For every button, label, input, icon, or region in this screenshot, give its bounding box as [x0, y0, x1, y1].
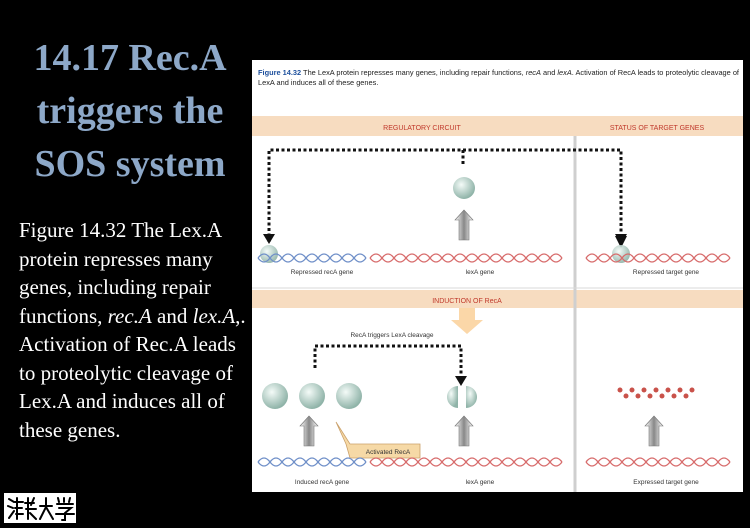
- reca-protein-2: [299, 383, 325, 409]
- caption-lexa: lexA: [557, 68, 572, 77]
- cleavage-arrowhead: [455, 376, 467, 386]
- label-lexa-bottom: lexA gene: [466, 479, 495, 486]
- label-induced-reca: Induced recA gene: [295, 479, 350, 486]
- dna-strands-bottom: [257, 457, 731, 467]
- lexa-synthesis-arrow-bottom: [454, 415, 474, 447]
- cleavage-arrow: [313, 344, 463, 378]
- reca-protein-3: [336, 383, 362, 409]
- body-text-reca: rec.A: [107, 303, 152, 328]
- reca-synthesis-arrow: [299, 415, 319, 447]
- lexa-bound-target: [612, 245, 630, 263]
- figure-panel: REGULATORY CIRCUIT STATUS OF TARGET GENE…: [252, 60, 743, 492]
- label-expressed-target: Expressed target gene: [633, 479, 699, 486]
- lexa-protein-top: [453, 177, 475, 199]
- target-synthesis-arrow: [644, 415, 664, 447]
- slide-title-line-1: 14.17 Rec.A: [33, 37, 227, 79]
- caption-label: Figure 14.32: [258, 68, 302, 77]
- induction-header-bar: [252, 290, 743, 308]
- dna-strands-top: [257, 253, 731, 263]
- slide-body-text: Figure 14.32 The Lex.A protein represses…: [19, 216, 247, 444]
- induction-arrow: [451, 308, 483, 334]
- caption-part-2: . Activation of RecA leads to proteolyti…: [258, 68, 739, 87]
- header-induction: INDUCTION OF RecA: [432, 298, 502, 305]
- lexa-synthesis-arrow-top: [454, 209, 474, 241]
- figure-caption: Figure 14.32 The LexA protein represses …: [258, 68, 740, 88]
- repression-circuit-arrows: [267, 148, 627, 248]
- regulatory-header-bar: [252, 116, 743, 136]
- label-activated: Activated RecA: [366, 449, 411, 456]
- slide-title-line-3: SOS system: [34, 143, 226, 185]
- label-repressed-reca: Repressed recA gene: [291, 269, 354, 276]
- activated-reca-callout: [335, 421, 421, 459]
- slide-title-line-2: triggers the: [36, 90, 224, 132]
- university-logo: [4, 493, 76, 523]
- body-text-part-2: and: [151, 303, 193, 328]
- lexa-bound-reca: [260, 245, 278, 263]
- repression-arrowhead-left: [263, 234, 275, 244]
- cleaved-lexa-right: [466, 386, 477, 408]
- body-text-lexa: lex.A: [192, 303, 236, 328]
- caption-reca: recA: [525, 68, 541, 77]
- reca-protein-1: [262, 383, 288, 409]
- figure-diagram: REGULATORY CIRCUIT STATUS OF TARGET GENE…: [252, 116, 743, 492]
- target-protein-chain: [617, 387, 695, 399]
- body-text-part-3: ,. Activation of Rec.A leads to proteoly…: [19, 303, 246, 442]
- slide-title: 14.17 Rec.A triggers the SOS system: [10, 32, 250, 191]
- cleaved-lexa-left: [447, 386, 458, 408]
- header-regulatory: REGULATORY CIRCUIT: [383, 125, 461, 132]
- label-repressed-target: Repressed target gene: [633, 269, 700, 276]
- body-text-part-1: Figure 14.32 The Lex.A protein represses…: [19, 218, 222, 328]
- label-trigger: RecA triggers LexA cleavage: [350, 332, 433, 339]
- header-status: STATUS OF TARGET GENES: [610, 125, 705, 132]
- repression-arrowhead-right: [615, 234, 627, 244]
- caption-part-1: The LexA protein represses many genes, i…: [301, 68, 526, 77]
- caption-and: and: [540, 68, 558, 77]
- label-lexa-top: lexA gene: [466, 269, 495, 276]
